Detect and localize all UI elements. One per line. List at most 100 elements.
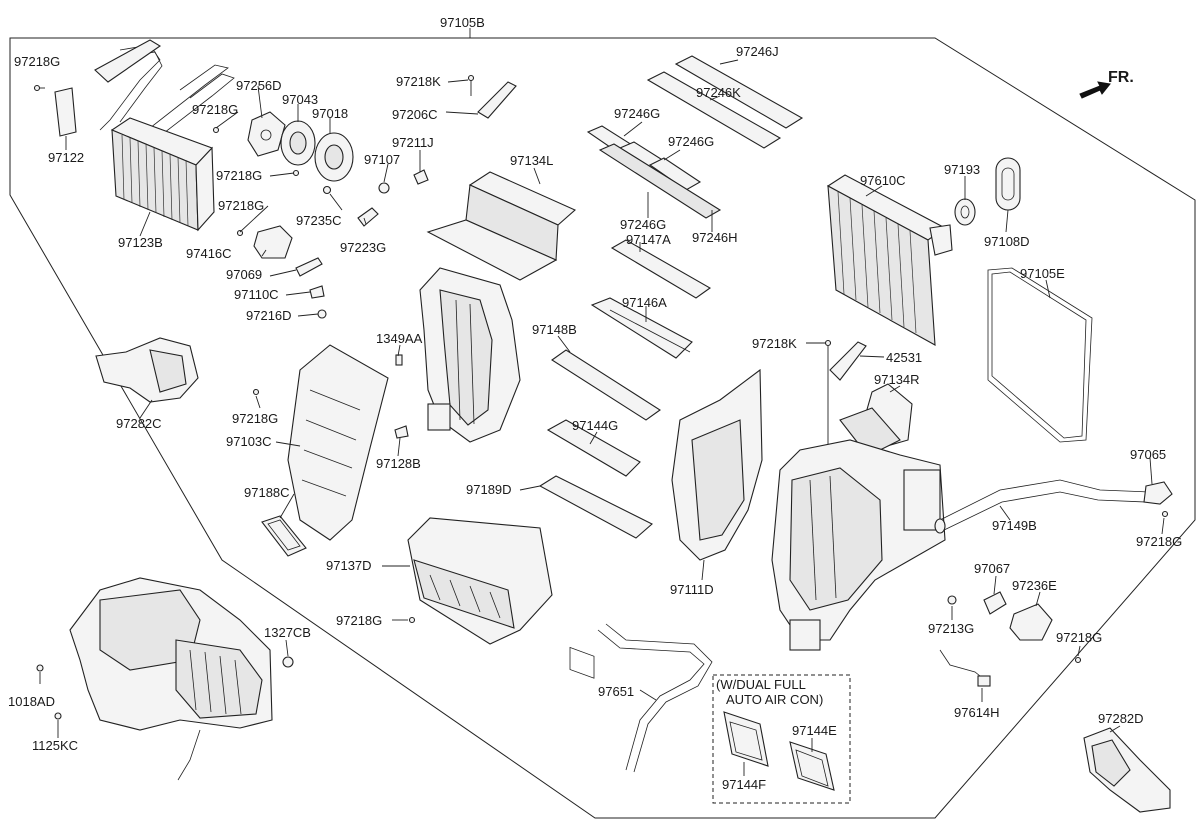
label-97147a: 97147A: [626, 232, 671, 247]
bracket-42531: [829, 341, 867, 381]
clip-97110c: [309, 285, 325, 299]
cap-97107: [378, 182, 390, 194]
drain-hose-97149b: [934, 479, 1151, 534]
label-97610c: 97610C: [860, 173, 906, 188]
label-97246h: 97246H: [692, 230, 738, 245]
evaporator-core: [826, 174, 953, 346]
fastener-1349aa: [395, 354, 403, 366]
front-arrow-icon: [1079, 81, 1111, 99]
label-97282c: 97282C: [116, 416, 162, 431]
label-97067: 97067: [974, 561, 1010, 576]
label-97416c: 97416C: [186, 246, 232, 261]
label-97256d: 97256D: [236, 78, 282, 93]
door-97144f: [723, 711, 769, 767]
door-97147a: [610, 239, 712, 299]
label-97218g: 97218G: [218, 198, 264, 213]
upper-duct-97134l: [426, 171, 577, 281]
heater-pipes: [94, 39, 235, 137]
screw-icon: [252, 388, 260, 396]
seal-97108d: [995, 157, 1021, 211]
label-97218g: 97218G: [1056, 630, 1102, 645]
lower-case-97137d: [407, 517, 553, 645]
label-97108d: 97108D: [984, 234, 1030, 249]
grommet-97216d: [317, 309, 327, 319]
housing-97111d: [671, 368, 763, 561]
label-97218g: 97218G: [336, 613, 382, 628]
hvac-assembly: [36, 577, 294, 781]
actuator-97236e: [1009, 603, 1053, 641]
label-97614h: 97614H: [954, 705, 1000, 720]
seal-97246j: [674, 55, 804, 129]
door-97148b: [551, 349, 661, 421]
inset-box: [712, 674, 851, 804]
door-97189d: [538, 475, 653, 539]
label-97110c: 97110C: [234, 287, 279, 302]
actuator-97256d: [247, 111, 286, 157]
label-97246k: 97246K: [696, 85, 741, 100]
lever-97223g: [357, 207, 379, 227]
front-indicator: FR.: [1108, 69, 1134, 86]
grommet-97213g: [947, 595, 957, 605]
clip-97067: [983, 591, 1007, 615]
clip-97069: [295, 257, 323, 277]
duct-97282d: [1083, 727, 1171, 813]
label-97282d: 97282D: [1098, 711, 1144, 726]
screw-icon: [1161, 510, 1169, 518]
clip-97128b: [394, 425, 409, 439]
right-main-housing: [771, 439, 946, 651]
gasket-97105e: [987, 267, 1093, 443]
part-labels: 97105B 97218G 97122 97123B 97256D 97043 …: [8, 15, 1182, 792]
assembly-frame: [9, 37, 1196, 819]
screw-icon: [292, 169, 300, 177]
label-97236e: 97236E: [1012, 578, 1057, 593]
label-97218g: 97218G: [1136, 534, 1182, 549]
label-97246g: 97246G: [614, 106, 660, 121]
door-97144g: [546, 419, 641, 679]
seal-97246g: [586, 125, 722, 219]
screw-icon: [467, 74, 475, 96]
screw-icon: [1074, 656, 1082, 664]
label-97105e: 97105E: [1020, 266, 1065, 281]
screw-icon: [408, 616, 416, 624]
label-inset-note-line1: (W/DUAL FULL: [716, 677, 806, 692]
label-97246g: 97246G: [668, 134, 714, 149]
label-97218g: 97218G: [232, 411, 278, 426]
label-97211j: 97211J: [392, 135, 434, 150]
seal-97246k: [646, 71, 782, 149]
duct-97103c: [287, 344, 389, 541]
label-1018ad: 1018AD: [8, 694, 55, 709]
label-1327cb: 1327CB: [264, 625, 311, 640]
clip-97211j: [413, 169, 429, 185]
label-97216d: 97216D: [246, 308, 292, 323]
label-1125kc: 1125KC: [32, 738, 78, 753]
label-97246j: 97246J: [736, 44, 779, 59]
label-97218g: 97218G: [216, 168, 262, 183]
label-97218g: 97218G: [14, 54, 60, 69]
screw-icon: [322, 185, 332, 195]
gasket-97188c: [261, 515, 307, 557]
blower-motor-97018: [314, 132, 354, 182]
label-1349aa: 1349AA: [376, 331, 423, 346]
label-97105b: 97105B: [440, 15, 485, 30]
heater-core: [110, 117, 215, 232]
label-97128b: 97128B: [376, 456, 421, 471]
door-97146a: [590, 297, 693, 359]
duct-97282c: [95, 337, 199, 403]
label-97134r: 97134R: [874, 372, 920, 387]
label-97043: 97043: [282, 92, 318, 107]
label-97146a: 97146A: [622, 295, 667, 310]
seal-97193: [954, 198, 976, 226]
label-97218g: 97218G: [192, 102, 238, 117]
label-97218k: 97218K: [396, 74, 441, 89]
label-97144f: 97144F: [722, 777, 766, 792]
screw-icon: [212, 126, 220, 134]
leader-lines: [39, 59, 1165, 776]
left-housing: [419, 267, 521, 443]
label-42531: 42531: [886, 350, 922, 365]
label-97018: 97018: [312, 106, 348, 121]
label-inset-note-line2: AUTO AIR CON): [726, 692, 823, 707]
label-97149b: 97149B: [992, 518, 1037, 533]
label-97134l: 97134L: [510, 153, 553, 168]
label-97123b: 97123B: [118, 235, 163, 250]
